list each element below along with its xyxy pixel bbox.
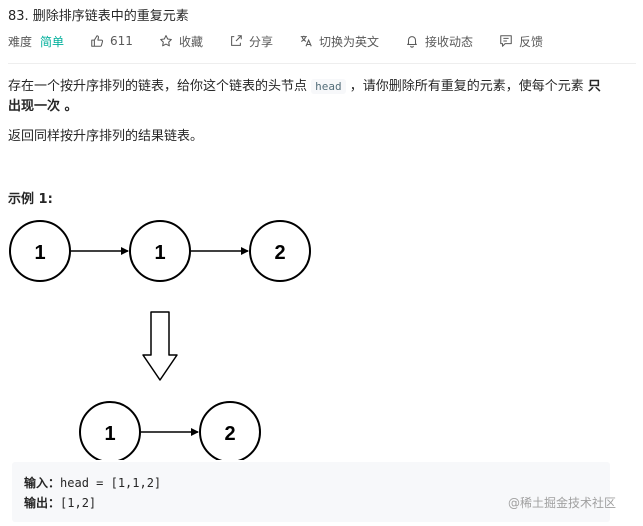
input-node-2: 1 [129,220,191,282]
output-node-2: 2 [199,401,261,460]
difficulty-badge: 简单 [40,34,65,49]
problem-title: 83. 删除排序链表中的重复元素 [8,9,189,24]
example-title: 示例 1: [8,192,53,207]
share-icon [229,34,243,48]
description-paragraph-2: 返回同样按升序排列的结果链表。 [8,129,204,144]
input-node-1: 1 [9,220,71,282]
favorite-button[interactable]: 收藏 [159,33,203,50]
thumbs-up-icon [90,34,104,48]
svg-text:1: 1 [34,242,45,264]
svg-text:1: 1 [154,242,165,264]
output-line: 输出： [1,2] [24,495,97,511]
feedback-label: 反馈 [519,34,544,49]
svg-text:2: 2 [224,423,235,445]
svg-text:1: 1 [104,423,115,445]
watermark: @稀土掘金技术社区 [508,496,617,510]
translate-button[interactable]: 切换为英文 [299,33,379,50]
transform-arrow [142,311,178,381]
meta-bar: 难度 简单 611 收藏 分享 切换为英文 接收动态 反馈 [8,32,543,50]
subscribe-button[interactable]: 接收动态 [405,33,473,50]
divider [8,63,636,64]
difficulty-label: 难度 [8,34,33,49]
feedback-button[interactable]: 反馈 [499,33,543,50]
share-button[interactable]: 分享 [229,33,273,50]
inline-code-head: head [311,79,346,94]
feedback-icon [499,34,513,48]
translate-label: 切换为英文 [318,34,379,49]
bell-icon [405,34,419,48]
favorite-label: 收藏 [178,34,203,49]
share-label: 分享 [248,34,273,49]
description-paragraph-1: 存在一个按升序排列的链表，给你这个链表的头节点 head ，请你删除所有重复的元… [8,79,601,114]
example-io-block: 输入： head = [1,1,2] 输出： [1,2] [12,462,610,522]
subscribe-label: 接收动态 [424,34,473,49]
like-count: 611 [110,34,133,48]
star-icon [159,34,173,48]
input-node-3: 2 [249,220,311,282]
like-button[interactable]: 611 [90,34,133,48]
svg-text:2: 2 [274,242,285,264]
output-node-1: 1 [79,401,141,460]
translate-icon [299,34,313,48]
input-line: 输入： head = [1,1,2] [24,475,162,491]
linked-list-diagram: 1 1 2 1 2 [9,220,311,460]
